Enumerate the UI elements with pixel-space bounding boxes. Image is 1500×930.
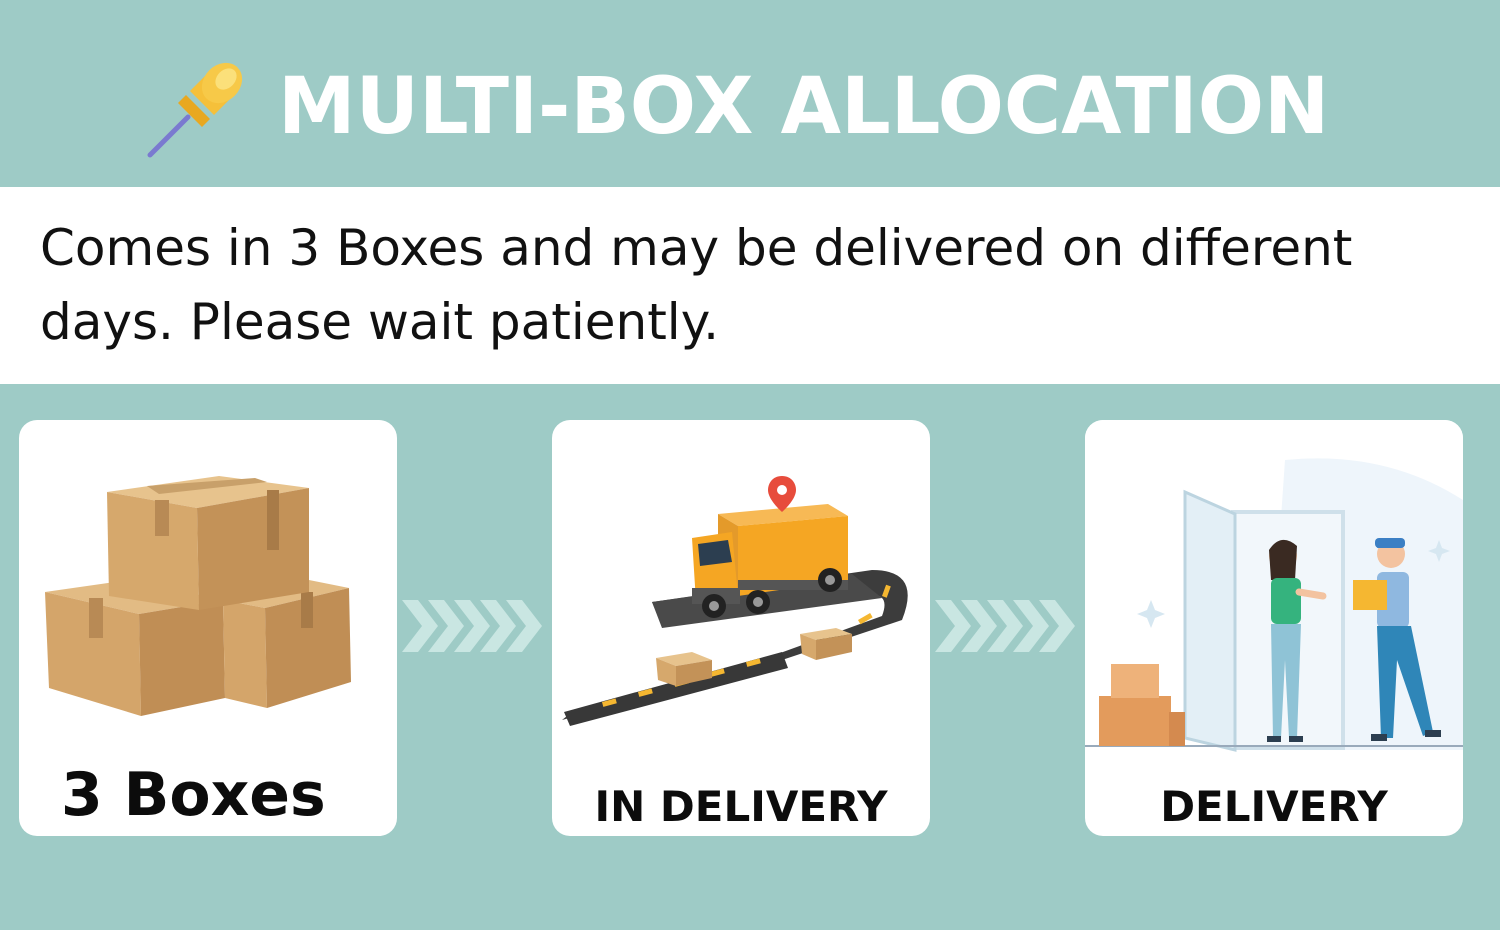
delivery-truck-icon bbox=[562, 476, 908, 726]
step-label-delivery: DELIVERY bbox=[1160, 782, 1388, 831]
step-card-in-delivery: IN DELIVERY bbox=[552, 420, 930, 836]
notice-panel: Comes in 3 Boxes and may be delivered on… bbox=[0, 187, 1500, 384]
arrow-chevrons-icon bbox=[935, 600, 1075, 652]
pushpin-icon bbox=[147, 62, 243, 158]
step-label-in-delivery: IN DELIVERY bbox=[594, 782, 888, 831]
step-label-boxes: 3 Boxes bbox=[61, 760, 326, 830]
header-banner: MULTI-BOX ALLOCATION bbox=[0, 0, 1500, 187]
arrow-chevrons-icon bbox=[402, 600, 542, 652]
notice-text: Comes in 3 Boxes and may be delivered on… bbox=[40, 219, 1353, 351]
cardboard-boxes-icon bbox=[45, 476, 351, 716]
courier-handover-icon bbox=[1085, 420, 1463, 752]
step-card-boxes: 3 Boxes bbox=[19, 420, 397, 836]
page-title: MULTI-BOX ALLOCATION bbox=[278, 62, 1330, 152]
step-card-delivery: DELIVERY bbox=[1085, 420, 1463, 836]
